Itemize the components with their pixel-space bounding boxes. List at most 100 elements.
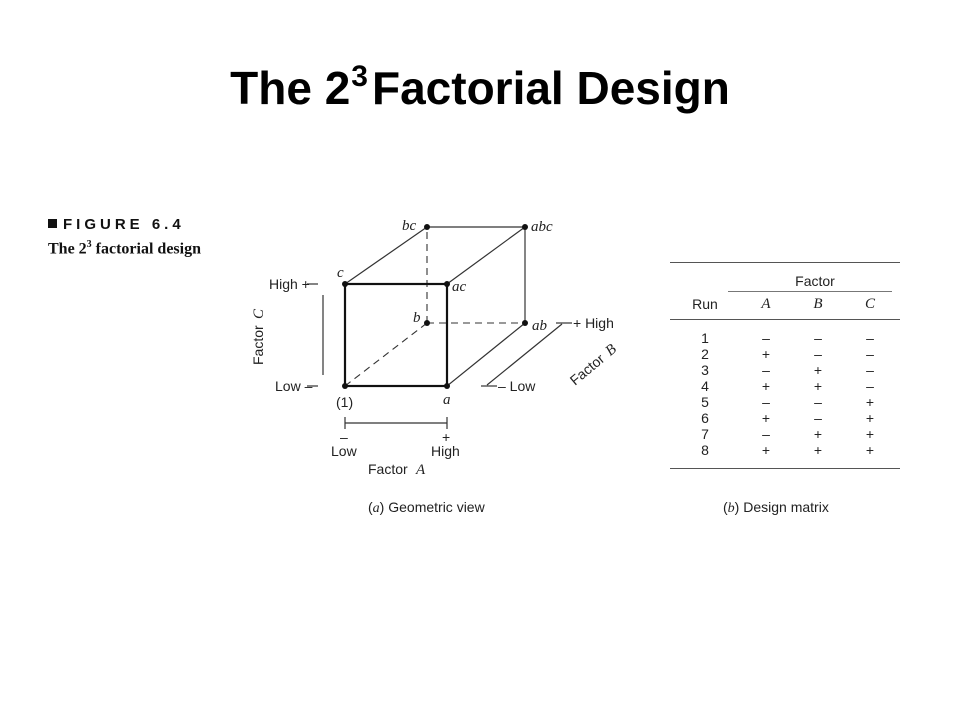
factor-b-letter: B (603, 341, 620, 359)
table-row: 3–+– (670, 362, 900, 378)
factor-b-high-label: + High (573, 315, 614, 331)
corner-label-a: a (443, 392, 451, 408)
design-matrix-table: Factor Run A B C 1–––2+––3–+–4++–5––+6+–… (670, 262, 900, 469)
table-row: 5 – – + (670, 394, 900, 410)
matrix-header-c: C (864, 296, 875, 312)
matrix-cell-c: – (866, 330, 874, 346)
matrix-cell-c: + (865, 442, 875, 458)
design-matrix-caption: (b) Design matrix (723, 499, 829, 516)
factor-a-low-label: Low (331, 443, 358, 459)
matrix-header-row: Run A B C (670, 292, 900, 320)
table-row: 1 – – – (670, 330, 900, 346)
geometric-caption-text: Geometric view (388, 499, 485, 515)
matrix-cell-run: 6 (701, 410, 709, 426)
matrix-header-run: Run (692, 296, 718, 312)
factor-c-name: Factor (250, 325, 266, 365)
matrix-cell-run: 1 (701, 330, 709, 346)
table-row: 7 – + + (670, 426, 900, 442)
matrix-cell-b: + (813, 378, 823, 394)
table-row: 8+++ (670, 442, 900, 458)
cube-edge-ac-abc (446, 226, 526, 285)
matrix-cell-c: + (865, 410, 875, 426)
corner-label-c: c (337, 265, 344, 281)
slide-title: The 23Factorial Design (0, 60, 960, 115)
figure-label-text: FIGURE 6.4 (63, 216, 185, 233)
cube-edge-a-ab (446, 322, 526, 387)
figure-desc-pre: The 2 (48, 240, 87, 258)
factor-a-high-label: High (431, 443, 460, 459)
corner-dot-b (424, 320, 430, 326)
matrix-cell-a: + (761, 378, 771, 394)
corner-label-bc: bc (402, 218, 417, 234)
factor-b-axis-line (486, 323, 563, 386)
figure-caption: FIGURE 6.4 The 23 factorial design (48, 215, 238, 259)
figure-bullet-icon (48, 219, 57, 228)
matrix-body: 1–––2+––3–+–4++–5––+6+–+7–++8+++ (670, 320, 900, 468)
factor-a-high-sign: + (442, 429, 450, 445)
corner-dot-c (342, 281, 348, 287)
matrix-cell-b: – (814, 394, 822, 410)
cube-front-face (343, 282, 449, 388)
factor-c-low-label: Low – (275, 378, 313, 394)
matrix-cell-a: – (762, 330, 770, 346)
matrix-header-a: A (761, 296, 771, 312)
cube-edge-c-bc (344, 226, 428, 285)
matrix-cell-c: + (865, 394, 875, 410)
corner-dot-abc (522, 224, 528, 230)
matrix-cell-a: + (761, 442, 771, 458)
matrix-cell-run: 5 (701, 394, 709, 410)
factor-b-name: Factor (567, 350, 608, 388)
corner-dot-ab (522, 320, 528, 326)
figure-label: FIGURE 6.4 (48, 215, 238, 235)
title-rest: Factorial Design (371, 62, 730, 114)
factor-a-name: Factor (368, 461, 408, 477)
matrix-cell-a: – (762, 426, 770, 442)
matrix-caption-letter: b (727, 501, 735, 516)
corner-dot-bc (424, 224, 430, 230)
geometric-caption-letter: a (372, 501, 380, 516)
matrix-cell-a: + (761, 410, 771, 426)
matrix-cell-run: 3 (701, 362, 709, 378)
title-main: The 2 (230, 62, 351, 114)
factor-c-letter: C (251, 308, 267, 319)
matrix-cell-b: + (813, 426, 823, 442)
matrix-cell-run: 7 (701, 426, 709, 442)
corner-dot-1 (342, 383, 348, 389)
matrix-cell-b: – (814, 330, 822, 346)
corner-label-ab: ab (532, 318, 548, 334)
matrix-cell-a: – (762, 394, 770, 410)
corner-dot-ac (444, 281, 450, 287)
matrix-cell-a: – (762, 362, 770, 378)
figure-desc-exp: 3 (86, 239, 92, 250)
title-exponent: 3 (351, 60, 368, 93)
matrix-cell-b: – (814, 346, 822, 362)
matrix-cell-run: 4 (701, 378, 709, 394)
corner-label-1: (1) (336, 394, 353, 410)
matrix-factor-rule (728, 291, 892, 292)
table-row: 4 + + – (670, 378, 900, 394)
factor-c-title: Factor C (250, 308, 267, 365)
matrix-cell-c: – (866, 362, 874, 378)
table-row: 2 + – – (670, 346, 900, 362)
matrix-cell-run: 2 (701, 346, 709, 362)
corner-label-ac: ac (452, 279, 467, 295)
corner-dot-a (444, 383, 450, 389)
matrix-cell-run: 8 (701, 442, 709, 458)
factor-a-low-sign: – (340, 429, 348, 445)
corner-label-b: b (413, 310, 421, 326)
matrix-factor-header: Factor (795, 273, 835, 289)
matrix-cell-c: + (865, 426, 875, 442)
matrix-cell-b: – (814, 410, 822, 426)
matrix-cell-a: + (761, 346, 771, 362)
matrix-caption-text: Design matrix (743, 499, 829, 515)
factor-b-title: Factor B (567, 341, 620, 388)
corner-label-abc: abc (531, 219, 553, 235)
matrix-cell-c: – (866, 378, 874, 394)
matrix-cell-c: – (866, 346, 874, 362)
geometric-view-caption: (a) Geometric view (368, 499, 485, 516)
factor-c-high-label: High + (269, 276, 310, 292)
figure-desc-post: factorial design (91, 240, 201, 258)
table-row: 6 + – + (670, 410, 900, 426)
factor-a-letter: A (415, 462, 426, 478)
